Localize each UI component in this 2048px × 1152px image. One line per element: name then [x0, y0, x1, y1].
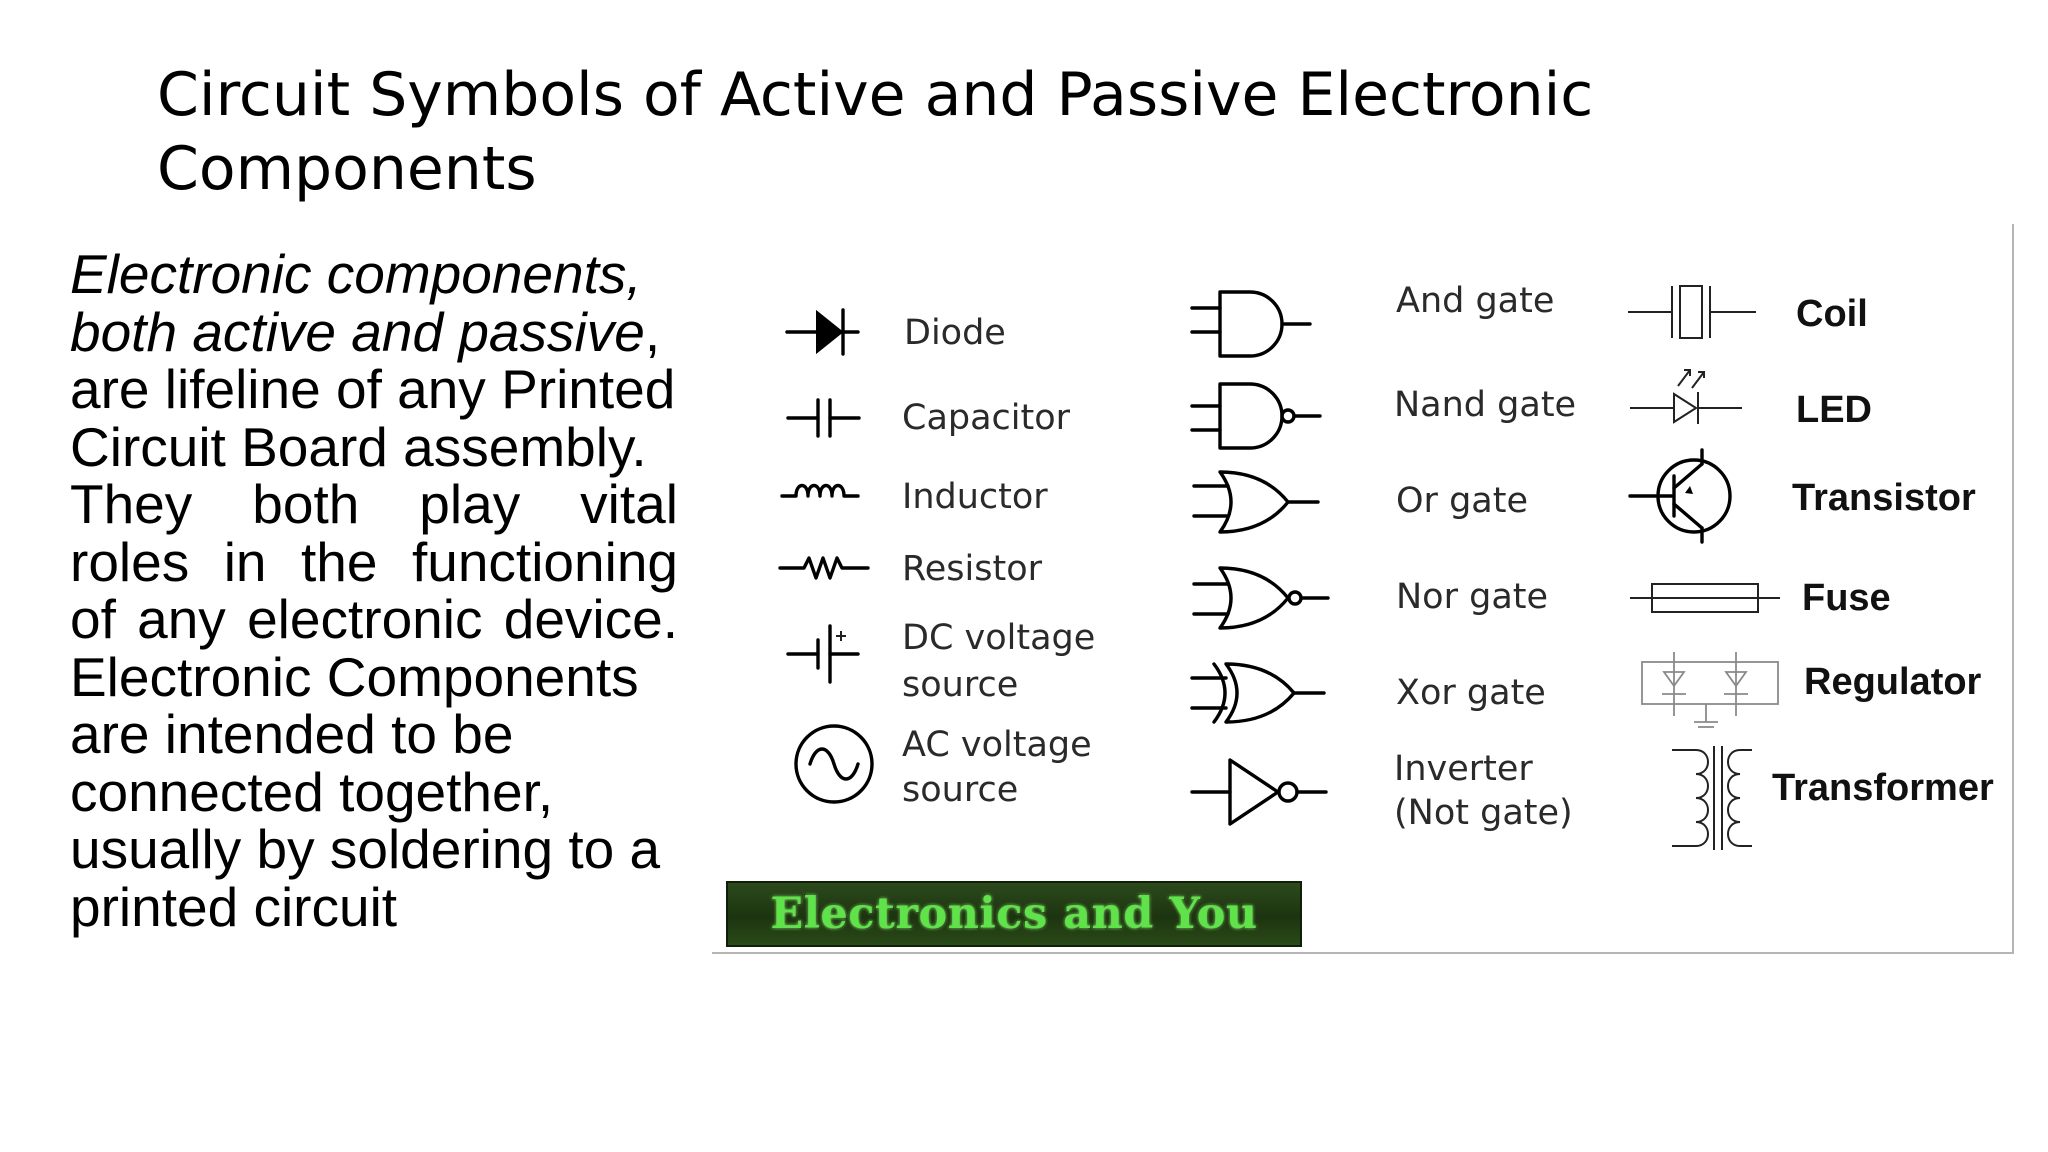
and-gate-symbol — [1190, 290, 1312, 358]
xor-gate-label: Xor gate — [1396, 673, 1546, 713]
electronics-and-you-logo: Electronics and You — [726, 881, 1302, 947]
body-text: Electronic components, both active and p… — [70, 243, 678, 938]
dc-voltage-label-line-2: source — [902, 665, 1018, 705]
nor-gate-symbol — [1192, 566, 1330, 630]
body-paragraph-2: They both play vital roles in the functi… — [70, 473, 678, 650]
diode-label: Diode — [904, 313, 1006, 353]
circuit-symbols-chart: Diode Capacitor Inductor Resistor DC — [778, 281, 1994, 850]
slide-title: Circuit Symbols of Active and Passive El… — [157, 58, 1657, 206]
slide-title-line-2: Components — [157, 134, 537, 204]
body-paragraph-3: Electronic Components are intended to be… — [70, 645, 661, 938]
body-paragraph-1-italic: Electronic components, both active and p… — [70, 243, 645, 363]
transistor-label: Transistor — [1792, 477, 1976, 519]
ac-voltage-label-line-2: source — [902, 770, 1018, 810]
regulator-label: Regulator — [1804, 661, 1982, 703]
xor-gate-symbol — [1190, 662, 1326, 724]
diode-symbol — [785, 308, 860, 356]
dc-voltage-source-symbol — [786, 624, 860, 684]
capacitor-symbol — [786, 398, 861, 438]
regulator-symbol — [1641, 652, 1779, 728]
body-paragraph-1-rest: , are lifeline of any Printed Circuit Bo… — [70, 300, 676, 478]
slide-title-line-1: Circuit Symbols of Active and Passive El… — [157, 60, 1594, 130]
transformer-symbol — [1672, 746, 1752, 850]
inverter-symbol — [1190, 758, 1328, 826]
transformer-label: Transformer — [1772, 767, 1994, 809]
ac-voltage-label-line-1: AC voltage — [902, 725, 1092, 765]
fuse-label: Fuse — [1802, 577, 1891, 619]
and-gate-label: And gate — [1396, 281, 1554, 321]
ac-voltage-source-symbol — [794, 724, 874, 804]
led-label: LED — [1796, 389, 1872, 431]
coil-symbol — [1628, 285, 1756, 339]
nor-gate-label: Nor gate — [1396, 577, 1548, 617]
transistor-symbol — [1628, 448, 1732, 544]
resistor-symbol — [778, 556, 870, 580]
inverter-label-line-2: (Not gate) — [1394, 793, 1573, 833]
or-gate-symbol — [1192, 470, 1320, 534]
inductor-label: Inductor — [902, 477, 1048, 517]
nand-gate-symbol — [1190, 382, 1322, 450]
inverter-label-line-1: Inverter — [1394, 749, 1533, 789]
resistor-label: Resistor — [902, 549, 1043, 589]
circuit-symbols-figure: Diode Capacitor Inductor Resistor DC — [712, 224, 2014, 954]
nand-gate-label: Nand gate — [1394, 385, 1576, 425]
inductor-symbol — [780, 483, 860, 498]
dc-voltage-label-line-1: DC voltage — [902, 618, 1095, 658]
or-gate-label: Or gate — [1396, 481, 1528, 521]
fuse-symbol — [1630, 583, 1780, 613]
body-paragraph-1: Electronic components, both active and p… — [70, 243, 678, 478]
led-symbol — [1630, 369, 1742, 424]
capacitor-label: Capacitor — [902, 398, 1071, 438]
coil-label: Coil — [1796, 293, 1868, 335]
